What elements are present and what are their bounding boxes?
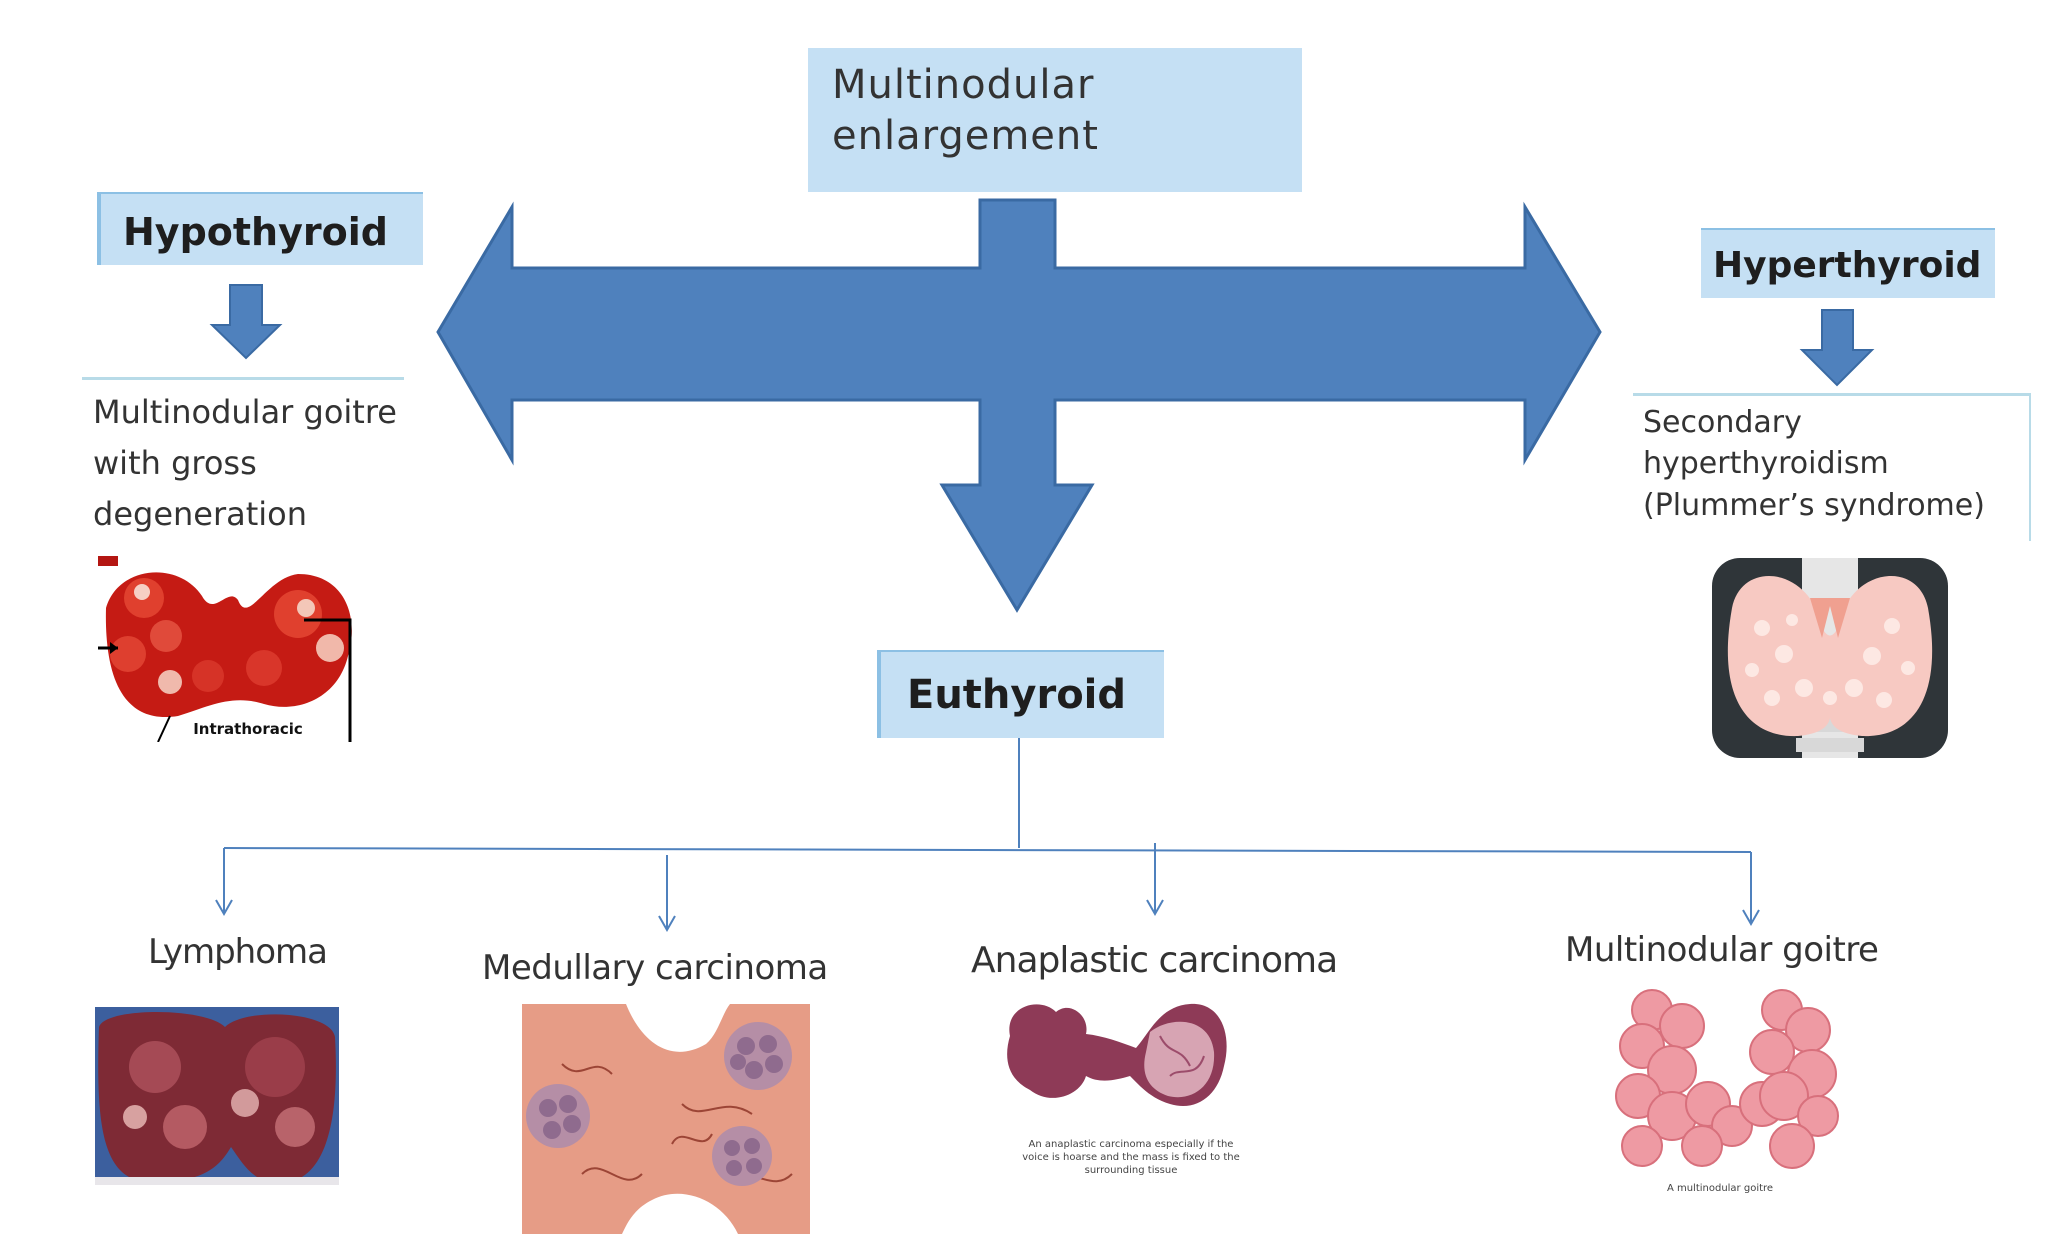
hypothyroid-goitre-image: Intrathoracic: [98, 556, 358, 742]
lymphoma-image: [95, 1007, 339, 1185]
root-title: Multinodular enlargement: [832, 62, 1099, 160]
hyperthyroid-title: Hyperthyroid: [1713, 245, 1982, 286]
medullary-carcinoma-image: [522, 1004, 810, 1234]
hypothyroid-description: Multinodular goitre with gross degenerat…: [93, 393, 397, 534]
anaplastic-carcinoma-image: [1000, 996, 1230, 1124]
hyperthyroid-desc-side: [2029, 393, 2031, 541]
big-cross-arrow: [436, 198, 1602, 613]
hypothyroid-image-label: Intrathoracic: [193, 720, 303, 738]
hypothyroid-down-arrow: [209, 284, 283, 360]
hypothyroid-desc-line: [82, 377, 404, 380]
branch-label-anaplastic: Anaplastic carcinoma: [971, 940, 1338, 981]
multinodular-image-caption: A multinodular goitre: [1666, 1183, 1774, 1194]
hypothyroid-title: Hypothyroid: [123, 210, 388, 254]
euthyroid-title: Euthyroid: [907, 672, 1127, 718]
hyperthyroid-down-arrow: [1799, 309, 1875, 387]
hyperthyroid-gland-image: [1712, 558, 1948, 758]
branch-label-medullary: Medullary carcinoma: [482, 948, 828, 988]
euthyroid-connectors: [215, 738, 1760, 933]
hyperthyroid-box: Hyperthyroid: [1701, 228, 1995, 298]
root-box: Multinodular enlargement: [808, 48, 1302, 192]
hyperthyroid-description: Secondary hyperthyroidism (Plummer’s syn…: [1643, 405, 1985, 523]
euthyroid-box: Euthyroid: [877, 650, 1164, 738]
branch-label-lymphoma: Lymphoma: [148, 932, 328, 972]
anaplastic-image-caption: An anaplastic carcinoma especially if th…: [1022, 1139, 1240, 1176]
branch-label-multinodular: Multinodular goitre: [1565, 930, 1879, 970]
hypothyroid-box: Hypothyroid: [97, 192, 423, 265]
multinodular-goitre-image: [1612, 986, 1842, 1182]
hyperthyroid-desc-line: [1633, 393, 2031, 396]
